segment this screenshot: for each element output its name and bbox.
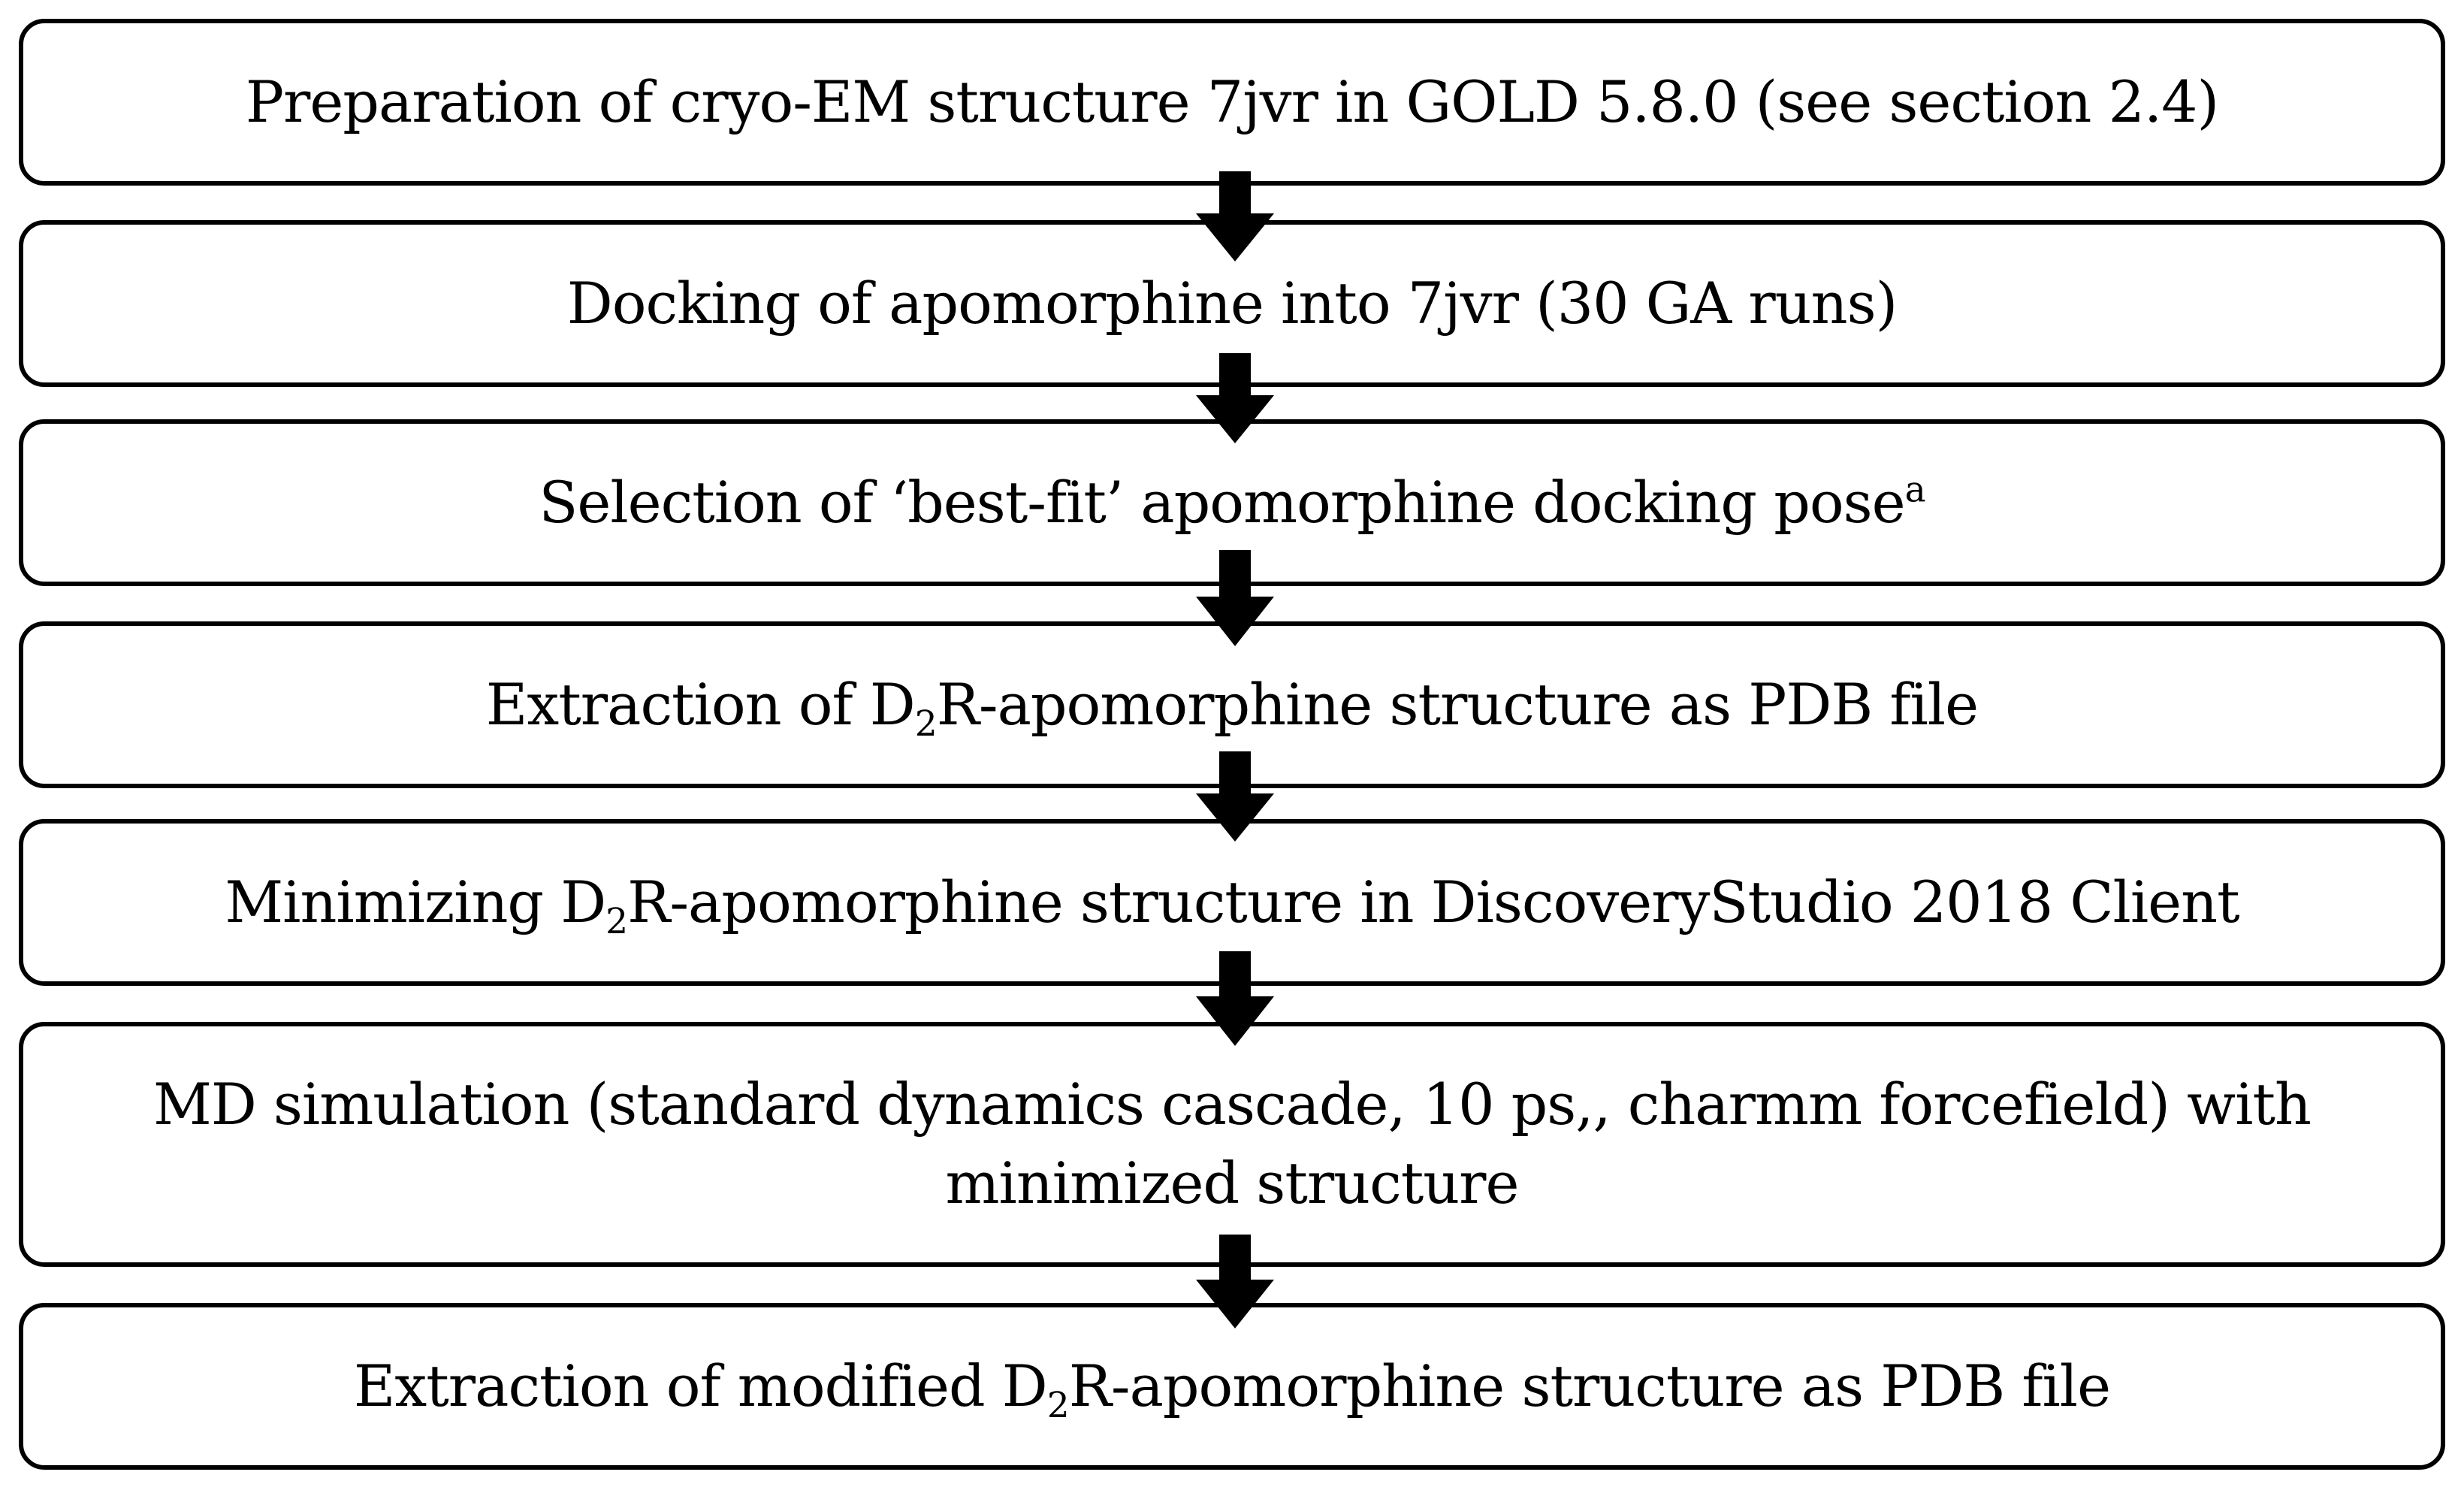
step-text-minimizing: Minimizing D2R-apomorphine structure in … (225, 863, 2239, 942)
receptor-subscript: 2 (1046, 1384, 1070, 1426)
footnote-marker: a (1904, 469, 1926, 511)
minimizing-text-end: R-apomorphine structure in DiscoveryStud… (627, 868, 2239, 935)
down-arrow-icon (1196, 550, 1274, 646)
minimizing-text-start: Minimizing D (225, 868, 606, 935)
down-arrow-shape (1196, 353, 1274, 443)
modified-extraction-text-end: R-apomorphine structure as PDB file (1068, 1352, 2111, 1419)
down-arrow-shape (1196, 1235, 1274, 1328)
down-arrow-icon (1196, 1235, 1274, 1328)
md-simulation-line-1: MD simulation (standard dynamics cascade… (153, 1071, 2312, 1138)
md-simulation-line-2: minimized structure (945, 1150, 1519, 1216)
receptor-subscript: 2 (914, 703, 938, 745)
extraction-text-start: Extraction of D (485, 670, 916, 738)
down-arrow-icon (1196, 951, 1274, 1046)
down-arrow-shape (1196, 171, 1274, 261)
step-text-extraction: Extraction of D2R-apomorphine structure … (485, 666, 1979, 745)
step-text-modified-extraction: Extraction of modified D2R-apomorphine s… (353, 1347, 2111, 1426)
down-arrow-shape (1196, 751, 1274, 842)
modified-extraction-text-start: Extraction of modified D (353, 1352, 1048, 1419)
down-arrow-icon (1196, 353, 1274, 443)
down-arrow-shape (1196, 550, 1274, 646)
extraction-text-end: R-apomorphine structure as PDB file (936, 670, 1979, 738)
step-box-modified-extraction: Extraction of modified D2R-apomorphine s… (19, 1303, 2445, 1470)
step-text-docking: Docking of apomorphine into 7jvr (30 GA … (566, 269, 1898, 337)
step-text-md-simulation: MD simulation (standard dynamics cascade… (153, 1065, 2312, 1223)
step-text-preparation: Preparation of cryo-EM structure 7jvr in… (245, 68, 2219, 135)
down-arrow-icon (1196, 171, 1274, 261)
down-arrow-shape (1196, 951, 1274, 1046)
selection-text: Selection of ‘best-fit’ apomorphine dock… (539, 468, 1905, 536)
step-box-preparation: Preparation of cryo-EM structure 7jvr in… (19, 19, 2445, 186)
receptor-subscript: 2 (605, 900, 628, 942)
down-arrow-icon (1196, 751, 1274, 842)
step-box-md-simulation: MD simulation (standard dynamics cascade… (19, 1022, 2445, 1267)
step-text-selection: Selection of ‘best-fit’ apomorphine dock… (539, 464, 1925, 543)
